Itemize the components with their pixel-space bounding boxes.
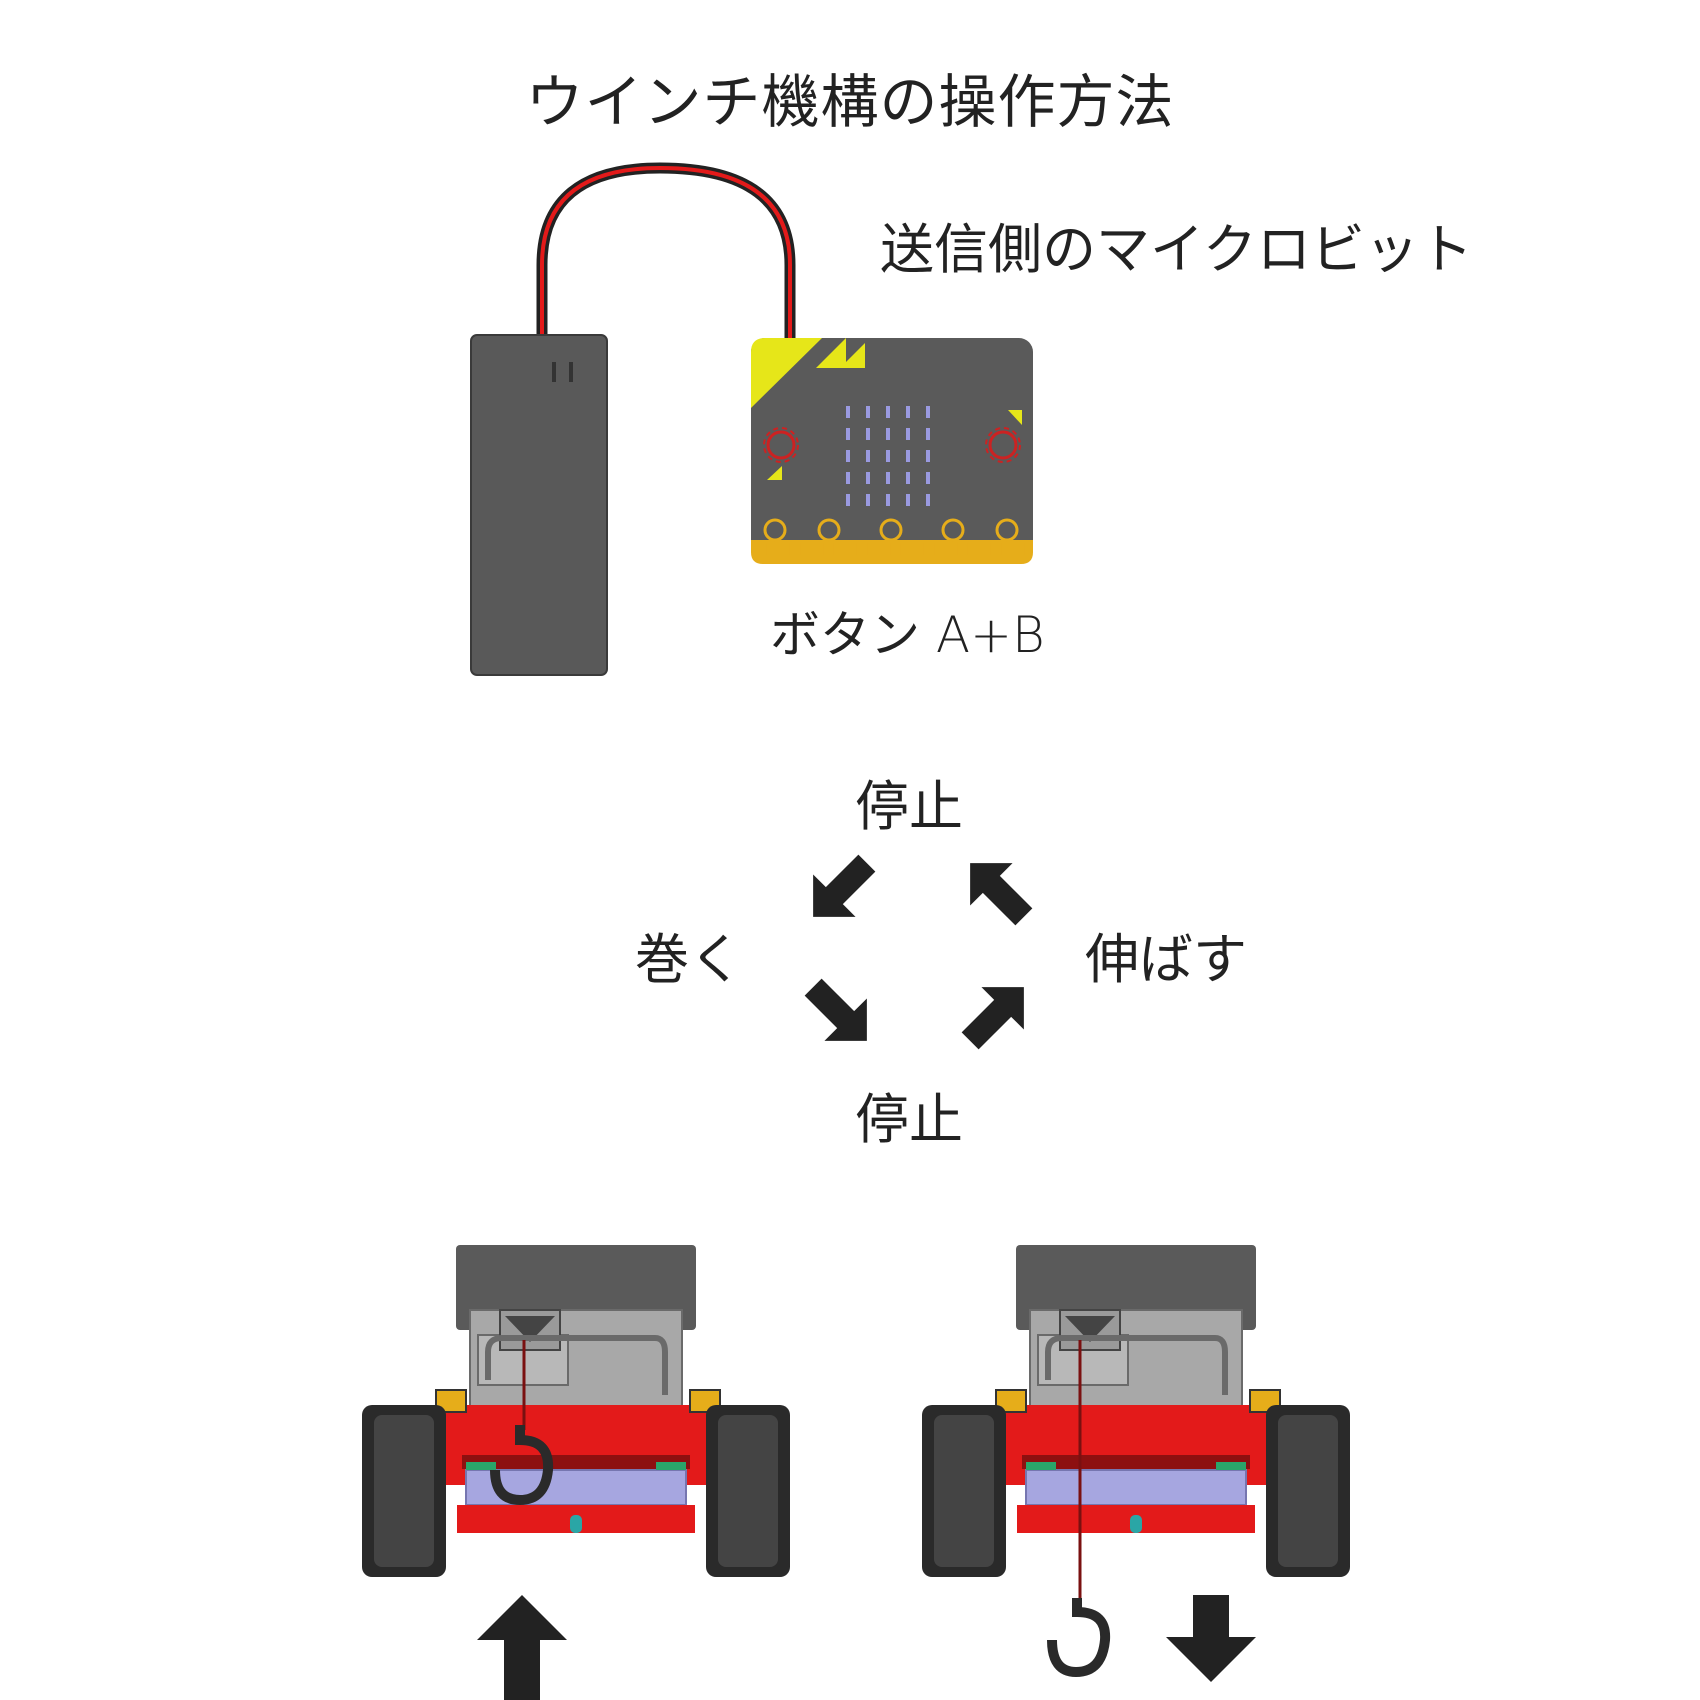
led: [926, 450, 930, 462]
edge-tooth: [820, 543, 824, 555]
led: [906, 494, 910, 506]
edge-tooth: [907, 543, 911, 555]
edge-tooth: [954, 543, 958, 555]
edge-tooth: [927, 543, 931, 555]
microbit-icon: [751, 338, 1033, 564]
edge-tooth: [867, 543, 871, 555]
led: [926, 472, 930, 484]
edge-tooth: [827, 543, 830, 555]
led: [886, 450, 890, 462]
led: [886, 406, 890, 418]
led: [906, 450, 910, 462]
led-matrix: [846, 406, 930, 506]
edge-tooth: [847, 543, 851, 555]
edge-connector: [760, 543, 1025, 555]
edge-tooth: [974, 543, 978, 555]
wind-label: 巻く: [635, 928, 743, 991]
led: [886, 472, 890, 484]
edge-tooth: [800, 543, 804, 555]
edge-tooth: [961, 543, 964, 555]
edge-tooth: [1014, 543, 1018, 555]
led: [926, 428, 930, 440]
edge-tooth: [766, 543, 770, 555]
edge-pins: [763, 518, 1019, 542]
led: [846, 450, 850, 462]
led: [846, 406, 850, 418]
cycle-arrows: [804, 854, 1033, 1050]
edge-tooth: [793, 543, 797, 555]
edge-tooth: [880, 543, 884, 555]
robot-winding-icon: [362, 1245, 790, 1577]
edge-tooth: [994, 543, 998, 555]
battery-pack-icon: [470, 334, 608, 676]
edge-tooth: [840, 543, 844, 555]
arrow-icon: [813, 854, 876, 917]
edge-tooth: [860, 543, 864, 555]
led: [846, 472, 850, 484]
edge-tooth: [773, 543, 777, 555]
led: [926, 494, 930, 506]
edge-tooth: [780, 543, 784, 555]
edge-tooth: [786, 543, 790, 555]
led: [886, 494, 890, 506]
stop-label-top: 停止: [855, 775, 963, 838]
edge-tooth: [967, 543, 971, 555]
led: [866, 472, 870, 484]
edge-tooth: [981, 543, 985, 555]
edge-tooth: [947, 543, 951, 555]
edge-tooth: [806, 543, 810, 555]
led: [866, 450, 870, 462]
edge-tooth: [1007, 543, 1011, 555]
arrow-icon: [961, 987, 1024, 1050]
button-a-icon: [763, 427, 799, 463]
edge-tooth: [887, 543, 891, 555]
edge-tooth: [1001, 543, 1005, 555]
robot-extending-icon: [922, 1245, 1350, 1678]
edge-tooth: [900, 543, 904, 555]
button-b-icon: [985, 427, 1021, 463]
hook-icon: [490, 1425, 554, 1506]
edge-tooth: [987, 543, 991, 555]
page-title: ウインチ機構の操作方法: [525, 68, 1175, 136]
edge-tooth: [760, 543, 763, 555]
led: [906, 428, 910, 440]
arrow-icon: [804, 978, 867, 1041]
led: [846, 494, 850, 506]
edge-tooth: [920, 543, 924, 555]
edge-tooth: [853, 543, 857, 555]
led: [846, 428, 850, 440]
arrow-down-icon: [1166, 1595, 1256, 1682]
led: [866, 494, 870, 506]
led: [886, 428, 890, 440]
battery-cable: [536, 162, 796, 345]
led: [866, 406, 870, 418]
hook-icon: [1047, 1598, 1111, 1678]
sender-microbit-label: 送信側のマイクロビット: [880, 218, 1473, 281]
led: [906, 472, 910, 484]
edge-tooth: [1021, 543, 1025, 555]
arrow-icon: [970, 863, 1033, 926]
stop-label-bottom: 停止: [855, 1088, 963, 1151]
led: [906, 406, 910, 418]
led: [926, 406, 930, 418]
edge-tooth: [813, 543, 817, 555]
edge-tooth: [873, 543, 877, 555]
arrow-up-icon: [477, 1595, 567, 1700]
edge-tooth: [934, 543, 938, 555]
extend-label: 伸ばす: [1085, 928, 1247, 991]
edge-tooth: [894, 543, 897, 555]
edge-tooth: [940, 543, 944, 555]
edge-tooth: [914, 543, 918, 555]
led: [866, 428, 870, 440]
button-ab-label: ボタン A+B: [770, 606, 1045, 664]
edge-tooth: [833, 543, 837, 555]
